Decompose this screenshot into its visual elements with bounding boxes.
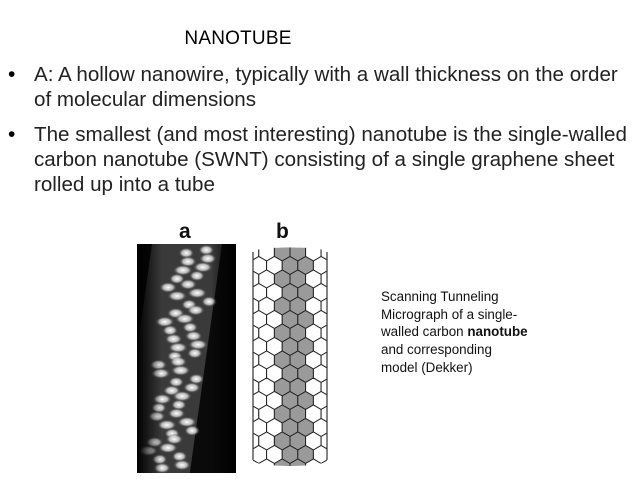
hexagon-cell <box>329 311 333 329</box>
hexagon-cell <box>253 247 268 249</box>
hexagon-cell <box>247 246 251 248</box>
hexagon-cell <box>329 338 333 356</box>
hexagon-cell <box>281 247 299 249</box>
hexagon-cell <box>247 392 251 410</box>
hexagon-cell <box>247 419 251 437</box>
bullet-text: The smallest (and most interesting) nano… <box>34 123 627 196</box>
hexagon-cell <box>258 458 275 466</box>
caption-bold-text: nanotube <box>467 324 528 340</box>
hexagon-cell <box>329 446 333 464</box>
hexagon-cell <box>305 458 322 466</box>
hexagon-cell <box>312 247 327 249</box>
hexagon-cell <box>329 365 333 383</box>
hexagon-cell <box>247 311 251 329</box>
hexagon-cell <box>329 392 333 410</box>
hexagon-cell <box>247 284 251 302</box>
caption-text-end: and corresponding model (Dekker) <box>381 342 492 375</box>
bullet-list: • A: A hollow nanowire, typically with a… <box>6 62 632 207</box>
hexagon-cell <box>329 284 333 302</box>
stm-micrograph-image <box>137 244 236 473</box>
hexagon-cell <box>273 458 291 466</box>
hexagon-cell <box>297 247 314 249</box>
figure-caption: Scanning Tunneling Micrograph of a singl… <box>381 288 531 377</box>
hexagon-cell <box>266 247 283 249</box>
hexagon-cell <box>329 257 333 275</box>
bullet-item: • A: A hollow nanowire, typically with a… <box>6 62 632 112</box>
bullet-marker: • <box>8 63 16 86</box>
bullet-text: A: A hollow nanowire, typically with a w… <box>34 63 618 111</box>
bullet-item: • The smallest (and most interesting) na… <box>6 122 632 197</box>
figure-label-b: b <box>276 220 289 243</box>
hexagon-cell <box>247 365 251 383</box>
hexagon-cell <box>329 246 333 248</box>
hexagon-cell <box>247 257 251 275</box>
slide-title: NANOTUBE <box>184 28 292 49</box>
hexagon-cell <box>247 338 251 356</box>
nanotube-model-image <box>247 246 333 468</box>
hexagon-cell <box>289 458 307 466</box>
caption-text: Scanning Tunneling Micrograph of a singl… <box>381 289 518 340</box>
hexagon-cell <box>247 446 251 464</box>
bullet-marker: • <box>8 123 16 146</box>
figure-label-a: a <box>179 220 191 243</box>
hexagon-cell <box>329 419 333 437</box>
